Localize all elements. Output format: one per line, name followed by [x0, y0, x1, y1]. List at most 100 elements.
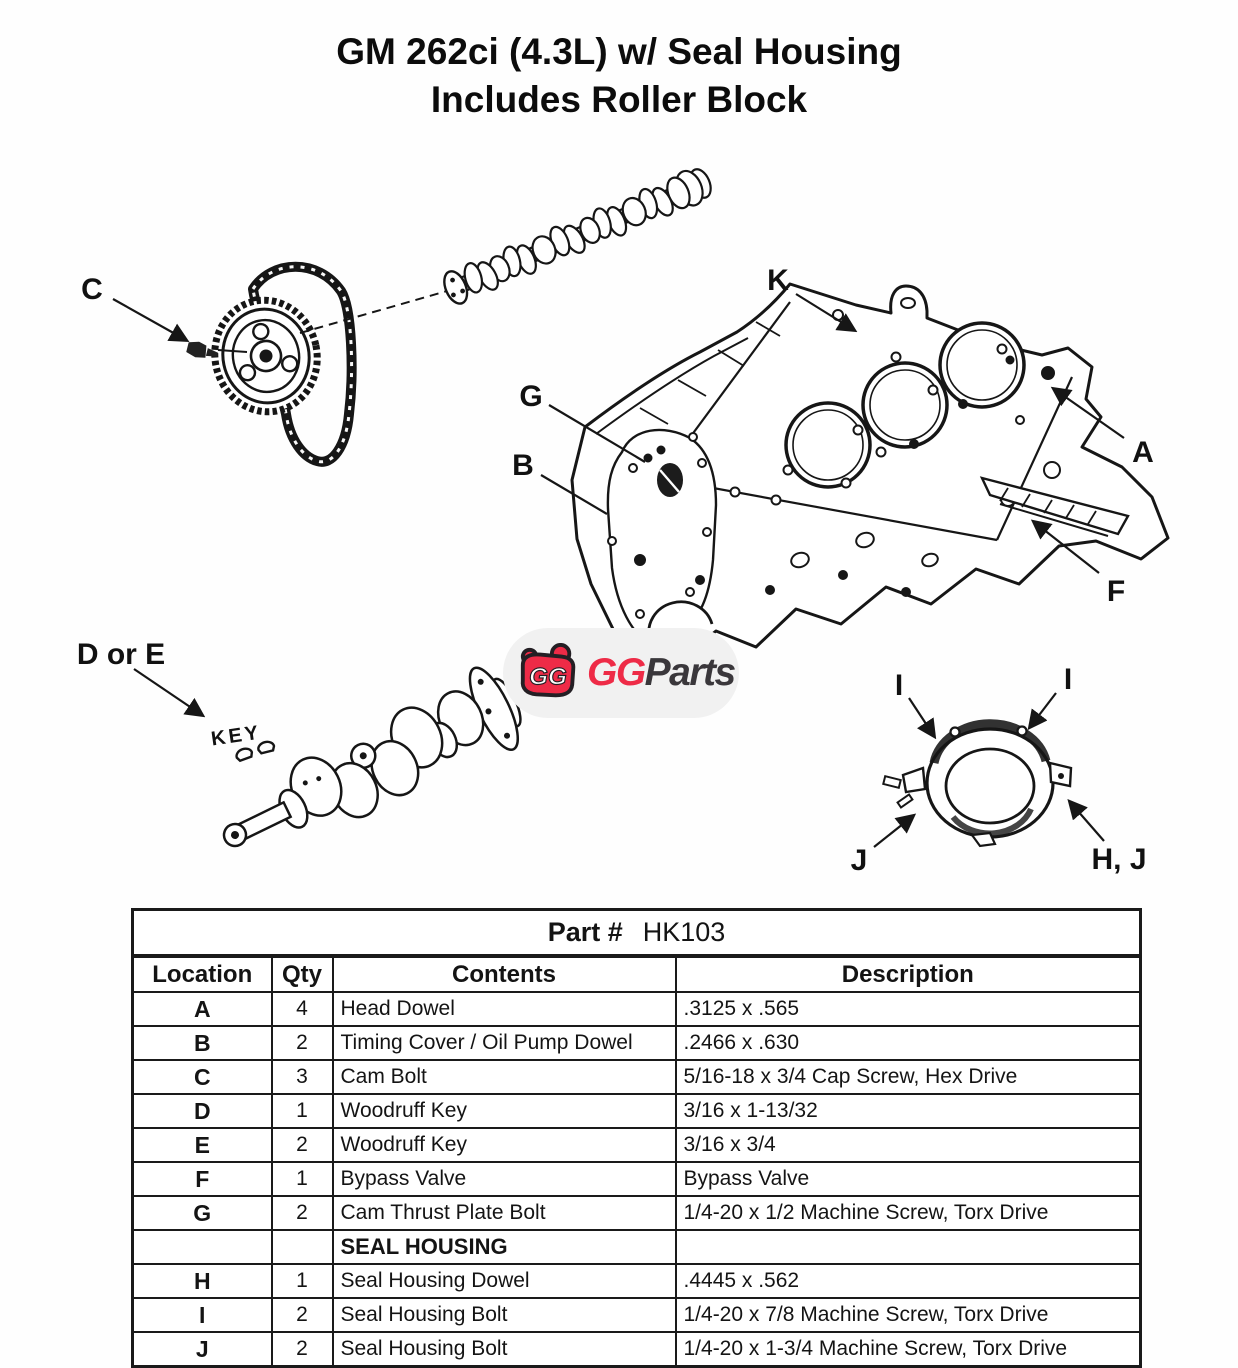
label-b: B: [512, 449, 534, 482]
side-face-details: [765, 461, 1061, 597]
cell-location: A: [131, 991, 273, 1027]
table-row: G 2 Cam Thrust Plate Bolt 1/4-20 x 1/2 M…: [131, 1195, 1142, 1231]
cell-qty: 2: [270, 1127, 334, 1163]
page-title: GM 262ci (4.3L) w/ Seal Housing Includes…: [0, 28, 1238, 124]
cell-qty: 2: [270, 1297, 334, 1333]
timing-cover-face: [606, 428, 718, 647]
cell-qty: 1: [270, 1161, 334, 1197]
cam-centerline: [299, 290, 448, 334]
cell-contents: Seal Housing Bolt: [331, 1297, 677, 1333]
mascot-gg-text: GG: [529, 664, 567, 691]
cell-contents: Head Dowel: [331, 991, 677, 1027]
cell-contents: SEAL HOUSING: [331, 1229, 677, 1265]
deck-holes: [701, 297, 1055, 506]
parts-table: Part #HK103 Location Qty Contents Descri…: [131, 908, 1143, 1368]
part-number-value: HK103: [642, 917, 726, 947]
label-i-right: I: [1064, 663, 1072, 696]
wordmark-gg: GG: [587, 651, 646, 694]
label-d-or-e: D or E: [77, 638, 165, 671]
leader-a: [1050, 386, 1125, 439]
cell-location: B: [131, 1025, 273, 1061]
label-c: C: [81, 273, 103, 306]
label-g: G: [519, 380, 542, 413]
crankshaft: [222, 666, 522, 848]
table-row: F 1 Bypass Valve Bypass Valve: [131, 1161, 1142, 1197]
exploded-parts-diagram: C K G B A F D or E KEY I I J H, J: [77, 168, 1170, 877]
page-title-line1: GM 262ci (4.3L) w/ Seal Housing: [336, 31, 902, 72]
leader-k: [795, 293, 858, 333]
table-row: A 4 Head Dowel .3125 x .565: [131, 991, 1142, 1027]
leader-lines: [112, 293, 1125, 848]
cell-qty: 2: [270, 1195, 334, 1231]
cell-location: E: [131, 1127, 273, 1163]
cell-location: [131, 1229, 273, 1265]
leader-i-left: [908, 697, 937, 740]
column-header-contents: Contents: [331, 955, 677, 993]
woodruff-keys: [235, 740, 276, 763]
leader-i-right: [1027, 692, 1057, 731]
cell-contents: Cam Bolt: [331, 1059, 677, 1095]
table-row: I 2 Seal Housing Bolt 1/4-20 x 7/8 Machi…: [131, 1297, 1142, 1333]
cell-qty: 1: [270, 1263, 334, 1299]
leader-d-or-e: [133, 668, 206, 718]
cell-description: .2466 x .630: [674, 1025, 1142, 1061]
engine-block: [570, 282, 1170, 661]
cell-contents: Timing Cover / Oil Pump Dowel: [331, 1025, 677, 1061]
cell-description: .4445 x .562: [674, 1263, 1142, 1299]
ggparts-wordmark: GGParts: [587, 651, 737, 695]
cell-contents: Woodruff Key: [331, 1093, 677, 1129]
camshaft: [443, 168, 712, 305]
cell-qty: 3: [270, 1059, 334, 1095]
table-row: H 1 Seal Housing Dowel .4445 x .562: [131, 1263, 1142, 1299]
table-section-row: SEAL HOUSING: [131, 1229, 1142, 1265]
cam-bolt: [186, 341, 219, 358]
ggparts-watermark: GG GGParts: [503, 628, 739, 718]
table-row: D 1 Woodruff Key 3/16 x 1-13/32: [131, 1093, 1142, 1129]
cell-location: J: [131, 1331, 273, 1368]
cell-qty: 2: [270, 1331, 334, 1368]
cell-location: D: [131, 1093, 273, 1129]
cell-contents: Woodruff Key: [331, 1127, 677, 1163]
leader-b: [540, 474, 608, 515]
cell-description: 3/16 x 3/4: [674, 1127, 1142, 1163]
leader-h-j: [1067, 799, 1105, 842]
cell-description: 3/16 x 1-13/32: [674, 1093, 1142, 1129]
cell-qty: 4: [270, 991, 334, 1027]
leader-j: [873, 813, 917, 848]
cell-description: [674, 1229, 1142, 1265]
valley-slots: [639, 321, 781, 425]
cell-qty: 2: [270, 1025, 334, 1061]
label-key: KEY: [210, 722, 263, 751]
label-f: F: [1107, 575, 1125, 608]
cam-thrust-bolt-target: [643, 453, 653, 463]
cell-location: F: [131, 1161, 273, 1197]
part-number-cell: Part #HK103: [131, 908, 1142, 958]
table-row: B 2 Timing Cover / Oil Pump Dowel .2466 …: [131, 1025, 1142, 1061]
part-number-header-row: Part #HK103: [131, 908, 1142, 958]
bypass-valve-rail: [979, 476, 1130, 537]
ggparts-mascot-icon: GG: [520, 643, 576, 698]
wordmark-parts: Parts: [644, 651, 737, 694]
cell-description: 1/4-20 x 1/2 Machine Screw, Torx Drive: [674, 1195, 1142, 1231]
label-j: J: [851, 844, 868, 877]
cell-description: .3125 x .565: [674, 991, 1142, 1027]
bolt-centerline: [217, 349, 248, 353]
table-row: C 3 Cam Bolt 5/16-18 x 3/4 Cap Screw, He…: [131, 1059, 1142, 1095]
cell-contents: Cam Thrust Plate Bolt: [331, 1195, 677, 1231]
timing-gear: [211, 296, 321, 416]
cell-contents: Seal Housing Bolt: [331, 1331, 677, 1368]
cell-contents: Seal Housing Dowel: [331, 1263, 677, 1299]
column-header-description: Description: [674, 955, 1142, 993]
cell-contents: Bypass Valve: [331, 1161, 677, 1197]
table-row: E 2 Woodruff Key 3/16 x 3/4: [131, 1127, 1142, 1163]
leader-g: [548, 404, 646, 463]
label-i-left: I: [895, 669, 903, 702]
column-header-row: Location Qty Contents Description: [131, 955, 1142, 993]
leader-c: [112, 298, 190, 342]
cell-location: C: [131, 1059, 273, 1095]
leader-f: [1030, 519, 1100, 574]
cell-qty: 1: [270, 1093, 334, 1129]
cell-qty: [270, 1229, 334, 1265]
cell-location: H: [131, 1263, 273, 1299]
label-h-j: H, J: [1091, 843, 1146, 876]
